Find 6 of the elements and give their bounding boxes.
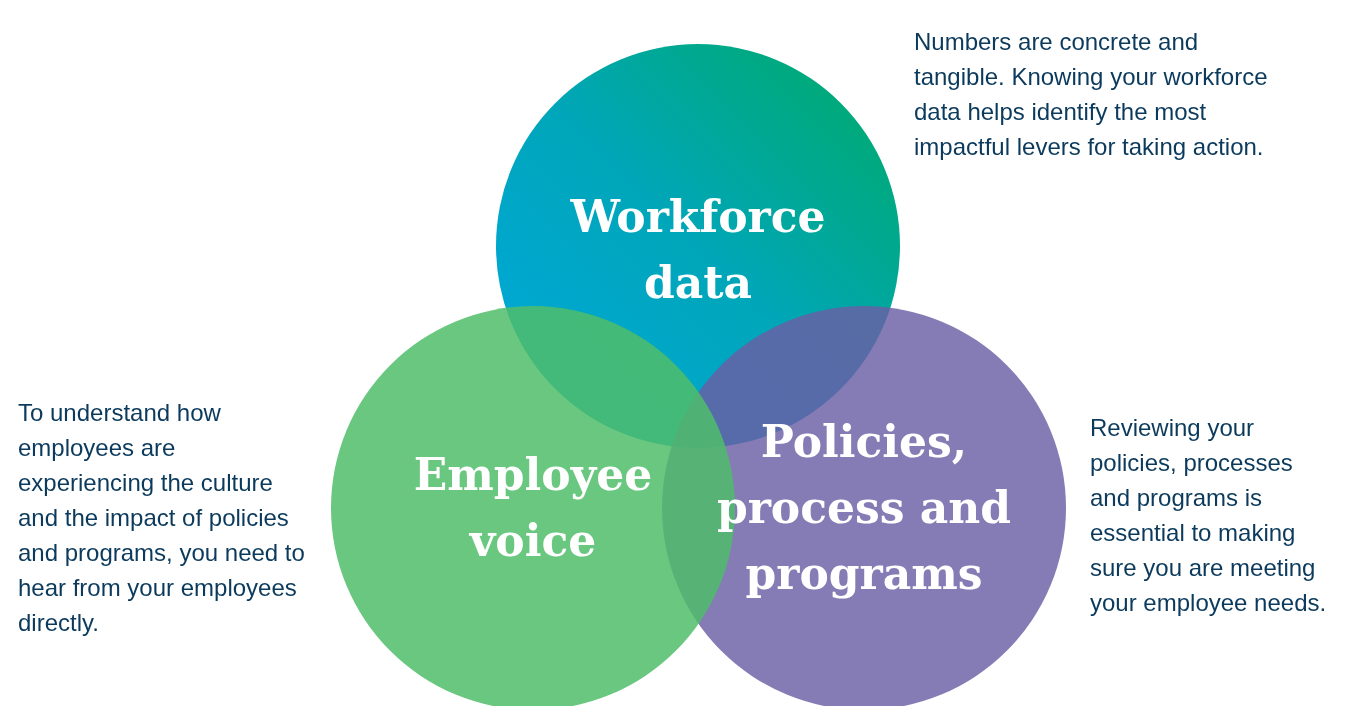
circle-title: Employee voice [412, 448, 654, 568]
circle-title: Workforce data [569, 190, 827, 310]
description-text: Reviewing your policies, processes and programs is essential to making sure you are meeting your employee needs. [1090, 413, 1328, 618]
description-text: Numbers are concrete and tangible. Knowing your workforce data helps identify the most impactful levers for taking action. [914, 27, 1269, 162]
description-text: To understand how employees are experiencing the culture and the impact of policies and programs, you need to hear from your employees directly. [18, 398, 306, 638]
circle-title: Policies, process and programs [715, 415, 1013, 601]
